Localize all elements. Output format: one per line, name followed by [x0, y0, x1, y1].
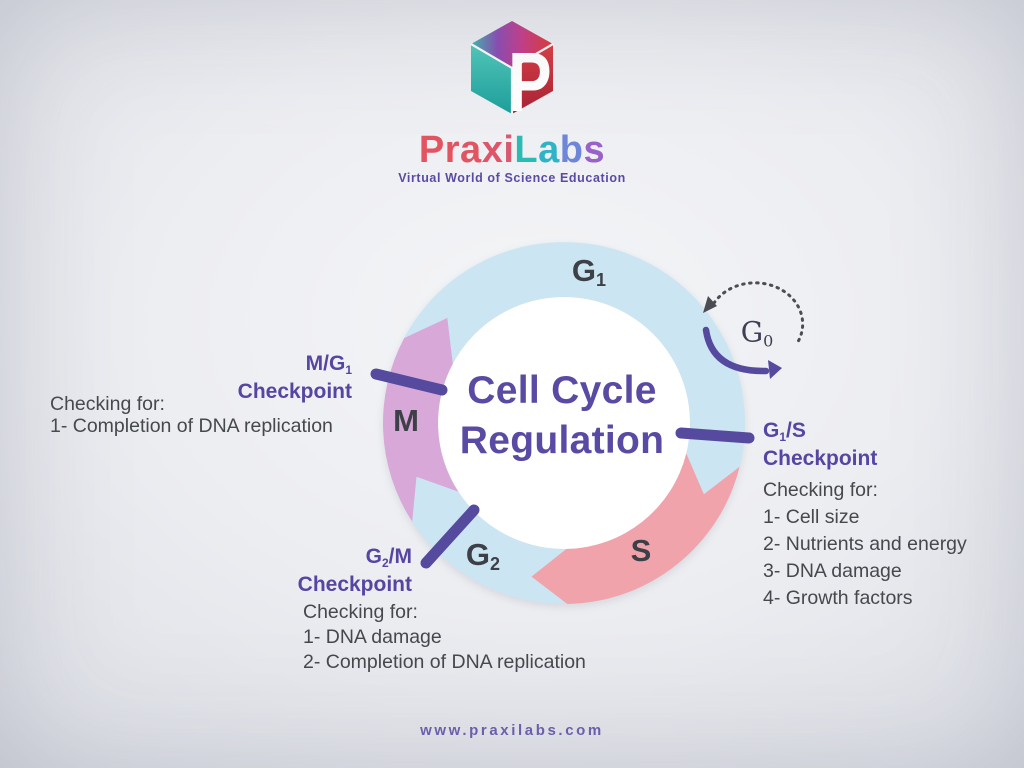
checkpoint-label-g2-m: G2/M Checkpoint: [192, 544, 412, 598]
checkpoint-bar-m-g1: [370, 368, 448, 396]
wordmark-letter: L: [514, 129, 539, 171]
checkpoint-word: Checkpoint: [297, 573, 412, 596]
wordmark-letter: a: [538, 129, 560, 171]
cube-edge-seams: [470, 43, 554, 114]
checkpoint-bars: [370, 368, 755, 569]
praxilabs-wordmark: PraxiLabs: [0, 130, 1024, 170]
checkpoint-item: 1- DNA damage: [303, 626, 442, 648]
wordmark-letter: b: [559, 129, 584, 171]
cube-left-face: [471, 44, 512, 114]
wordmark-letter: i: [503, 129, 515, 171]
checkpoint-word: Checkpoint: [763, 447, 878, 470]
wordmark-letter: P: [418, 129, 445, 171]
phase-segment-g2: [412, 476, 568, 605]
checkpoint-word: Checkpoint: [237, 380, 352, 403]
checkpoint-details-m-g1: Checking for: 1- Completion of DNA repli…: [50, 393, 333, 437]
checkpoint-details-g1-s: Checking for: 1- Cell size 2- Nutrients …: [763, 477, 967, 612]
phase-label-s: S: [630, 533, 652, 568]
phase-segment-g1: [404, 242, 745, 495]
checkpoint-item: 1- Cell size: [763, 506, 860, 528]
phase-label-g1: G1: [571, 253, 607, 290]
logo-letter-p: P: [508, 35, 552, 116]
checkpoint-item: 3- DNA damage: [763, 560, 902, 582]
g0-dotted-return-arc: [712, 281, 805, 347]
g0-solid-arrowhead-icon: [768, 360, 782, 379]
diagram-title: Cell Cycle Regulation: [412, 366, 712, 466]
checkpoint-heading: Checking for:: [303, 601, 418, 623]
checkpoint-bar-g2-m: [420, 504, 480, 569]
phase-label-g2: G2: [465, 537, 501, 574]
diagram-title-line1: Cell Cycle: [467, 369, 657, 412]
checkpoint-item: 1- Completion of DNA replication: [50, 415, 333, 437]
g0-exit-arrows: [702, 281, 805, 379]
checkpoint-label-g1-s: G1/S Checkpoint: [763, 419, 878, 470]
checkpoint-heading: Checking for:: [763, 479, 878, 501]
checkpoint-item: 2- Nutrients and energy: [763, 533, 967, 555]
cube-top-face: [471, 21, 553, 68]
diagram-title-line2: Regulation: [459, 419, 665, 462]
checkpoint-label-m-g1: M/G1 Checkpoint: [132, 351, 352, 405]
phase-segment-s: [531, 453, 740, 604]
wordmark-letter: s: [583, 129, 606, 171]
wordmark-letter: r: [444, 129, 461, 171]
checkpoint-bar-g1-s: [675, 427, 755, 444]
checkpoint-heading: Checking for:: [50, 393, 165, 415]
g0-dotted-arrowhead-icon: [703, 296, 717, 313]
checkpoint-item: 4- Growth factors: [763, 587, 913, 609]
praxilabs-logo-cube-icon: P: [470, 21, 554, 116]
wordmark-letter: a: [460, 129, 482, 171]
phase-segment-m: [382, 318, 459, 522]
website-url: www.praxilabs.com: [420, 722, 604, 739]
cycle-ring: [382, 242, 745, 605]
checkpoint-item: 2- Completion of DNA replication: [303, 651, 586, 673]
wordmark-letter: x: [481, 129, 504, 171]
phase-label-g0: G0: [740, 315, 774, 351]
g0-solid-exit-arc: [702, 326, 770, 375]
cube-right-face: [512, 44, 553, 114]
phase-label-m: M: [393, 403, 419, 438]
ring-inner-circle: [438, 297, 690, 549]
brand-tagline: Virtual World of Science Education: [398, 171, 626, 185]
checkpoint-details-g2-m: Checking for: 1- DNA damage 2- Completio…: [303, 600, 586, 675]
